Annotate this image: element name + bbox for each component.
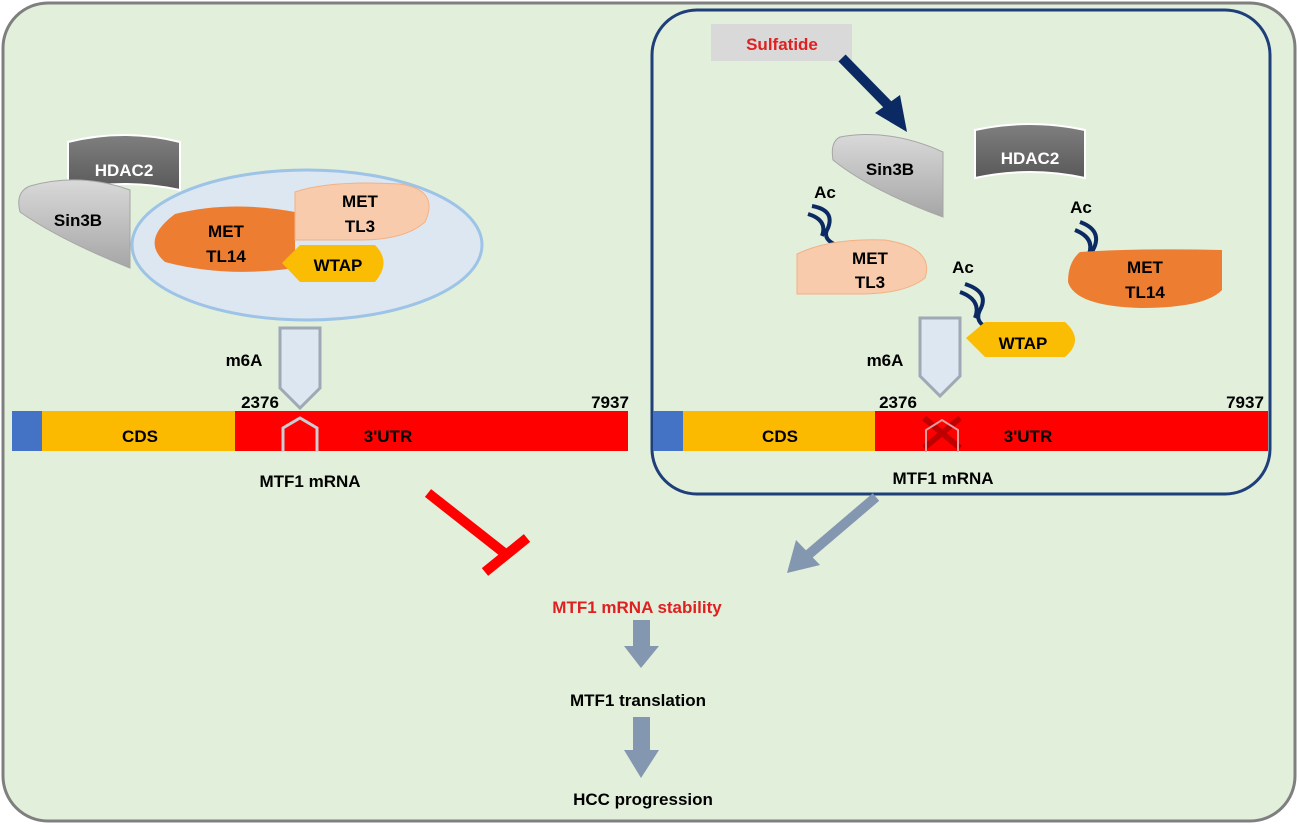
left-pos-start: 2376 bbox=[241, 393, 279, 412]
right-promote-arrow bbox=[787, 493, 880, 573]
sulfatide-arrow bbox=[838, 54, 907, 132]
svg-text:TL3: TL3 bbox=[345, 217, 375, 236]
right-hdac2: HDAC2 bbox=[974, 123, 1086, 180]
right-blocked-site-icon bbox=[922, 415, 962, 452]
sulfatide-box bbox=[711, 24, 852, 61]
ac-label-wtap: Ac bbox=[952, 258, 974, 277]
right-m6a-arrow bbox=[918, 316, 962, 399]
right-m6a-label: m6A bbox=[867, 351, 904, 370]
right-mettl3: MET TL3 bbox=[796, 239, 927, 295]
right-frame bbox=[650, 8, 1272, 496]
right-mettl14: MET TL14 bbox=[1068, 249, 1222, 308]
left-mettl14: MET TL14 bbox=[154, 206, 295, 272]
right-cds-label: CDS bbox=[762, 427, 798, 446]
ac-label-mettl3: Ac bbox=[814, 183, 836, 202]
svg-text:MET: MET bbox=[1127, 258, 1164, 277]
left-m6a-label: m6A bbox=[226, 351, 263, 370]
left-cds-label: CDS bbox=[122, 427, 158, 446]
flow-arrow-1 bbox=[624, 620, 659, 668]
left-wtap: WTAP bbox=[282, 245, 384, 282]
left-inhibition-arrow bbox=[424, 489, 531, 576]
left-mettl3: MET TL3 bbox=[294, 182, 430, 241]
svg-text:WTAP: WTAP bbox=[999, 334, 1048, 353]
left-pos-end: 7937 bbox=[591, 393, 629, 412]
right-wtap: WTAP bbox=[966, 322, 1075, 357]
svg-text:Sin3B: Sin3B bbox=[866, 160, 914, 179]
svg-text:MET: MET bbox=[342, 192, 379, 211]
svg-text:MET: MET bbox=[852, 249, 889, 268]
right-utr-label: 3'UTR bbox=[1004, 427, 1052, 446]
left-utr-label: 3'UTR bbox=[364, 427, 412, 446]
right-mrna-label: MTF1 mRNA bbox=[892, 469, 993, 488]
right-pos-start: 2376 bbox=[879, 393, 917, 412]
right-5utr-segment bbox=[653, 411, 683, 451]
left-m6a-site bbox=[281, 416, 319, 452]
stability-label: MTF1 mRNA stability bbox=[552, 598, 722, 617]
svg-text:TL14: TL14 bbox=[206, 247, 246, 266]
ac-hook-mettl3-b bbox=[807, 212, 826, 237]
ac-hook-mettl3 bbox=[811, 204, 835, 246]
right-pos-end: 7937 bbox=[1226, 393, 1264, 412]
flow-arrow-2 bbox=[624, 717, 659, 778]
left-3utr-segment bbox=[235, 411, 628, 451]
svg-text:HDAC2: HDAC2 bbox=[1001, 149, 1060, 168]
svg-text:MET: MET bbox=[208, 222, 245, 241]
ac-label-mettl14: Ac bbox=[1070, 198, 1092, 217]
left-m6a-arrow bbox=[278, 326, 322, 411]
left-cds-segment bbox=[42, 411, 235, 451]
svg-text:TL3: TL3 bbox=[855, 273, 885, 292]
right-sin3b: Sin3B bbox=[831, 134, 944, 218]
progression-label: HCC progression bbox=[573, 790, 713, 809]
left-5utr-segment bbox=[12, 411, 42, 451]
left-sin3b: Sin3B bbox=[18, 179, 131, 269]
ac-hook-wtap-b bbox=[959, 290, 979, 319]
right-3utr-segment bbox=[875, 411, 1268, 451]
right-cds-segment bbox=[683, 411, 875, 451]
svg-text:HDAC2: HDAC2 bbox=[95, 161, 154, 180]
sulfatide-label: Sulfatide bbox=[746, 35, 818, 54]
svg-text:TL14: TL14 bbox=[1125, 283, 1165, 302]
svg-text:Sin3B: Sin3B bbox=[54, 211, 102, 230]
left-mrna-label: MTF1 mRNA bbox=[259, 472, 360, 491]
translation-label: MTF1 translation bbox=[570, 691, 706, 710]
svg-text:WTAP: WTAP bbox=[314, 256, 363, 275]
ac-hook-wtap bbox=[964, 282, 989, 330]
